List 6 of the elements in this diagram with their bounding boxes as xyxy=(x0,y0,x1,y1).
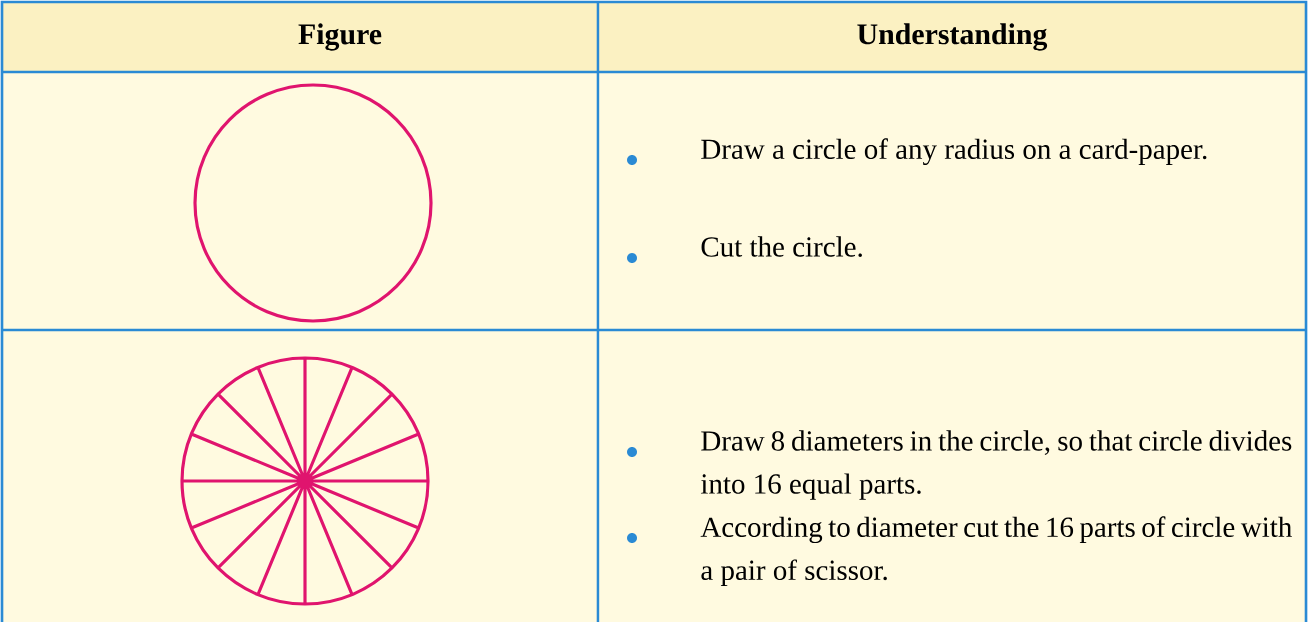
bullet-text: Cut the circle. xyxy=(701,236,862,257)
column-header: Understanding xyxy=(857,23,1048,51)
column-header: Figure xyxy=(298,23,382,51)
bullet-text: According to diameter cut the 16 parts of circle with a pair of scissor. xyxy=(700,516,1292,586)
bullet-text: Draw a circle of any radius on a card-paper. xyxy=(701,138,1207,165)
bullet-text: Draw 8 diameters in the circle, so that circle divides into 16 equal parts. xyxy=(700,430,1292,500)
